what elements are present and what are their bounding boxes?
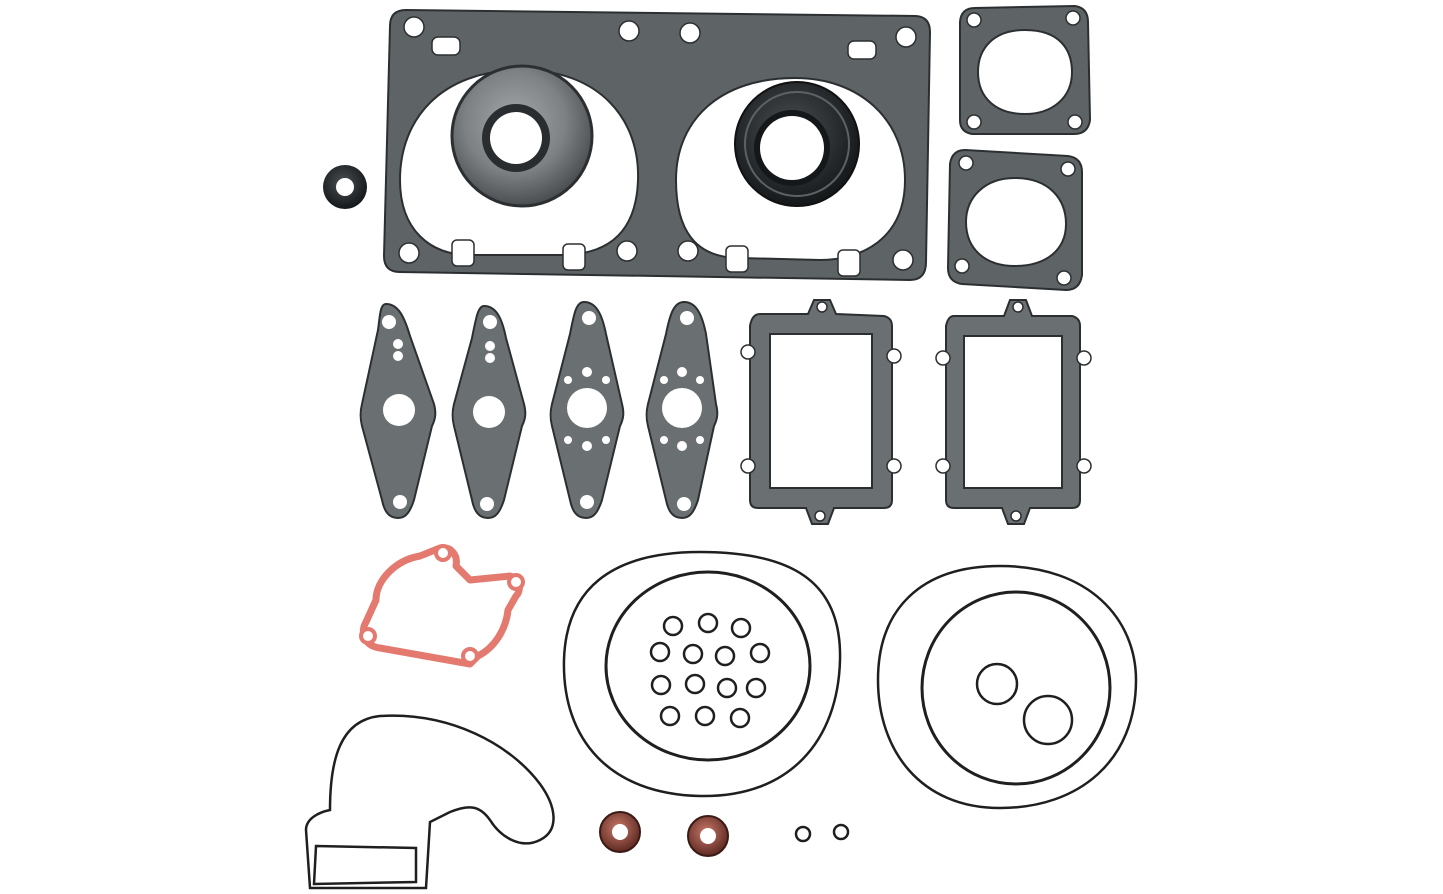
reed-valve-gasket-right xyxy=(935,299,1092,525)
crank-seal-right xyxy=(734,81,860,207)
port-oring-pair xyxy=(975,662,1074,746)
cylinder-base-gasket xyxy=(382,8,932,282)
intake-spacer-gasket-3 xyxy=(549,300,625,520)
small-shaft-seal xyxy=(323,165,367,209)
exhaust-flange-gasket-top xyxy=(959,4,1092,135)
water-pump-gasket xyxy=(359,544,525,668)
intake-spacer-gasket-2 xyxy=(451,304,527,520)
tiny-oring-pair xyxy=(794,823,850,843)
intake-spacer-gasket-4 xyxy=(645,300,719,520)
exhaust-flange-gasket-bottom xyxy=(946,148,1083,292)
cylinder-head-oring-right-outer xyxy=(876,564,1138,810)
cylinder-head-oring-right-inner xyxy=(920,590,1112,786)
cylinder-head-oring-left-outer xyxy=(562,550,842,798)
cover-oring xyxy=(304,714,555,890)
small-oring-group xyxy=(649,612,771,729)
intake-spacer-gasket-1 xyxy=(359,302,437,520)
lip-seal-right xyxy=(687,815,729,857)
lip-seal-left xyxy=(599,811,641,853)
reed-valve-gasket-left xyxy=(740,299,902,525)
cylinder-head-oring-left-inner xyxy=(604,570,812,762)
crank-seal-left xyxy=(450,64,594,208)
